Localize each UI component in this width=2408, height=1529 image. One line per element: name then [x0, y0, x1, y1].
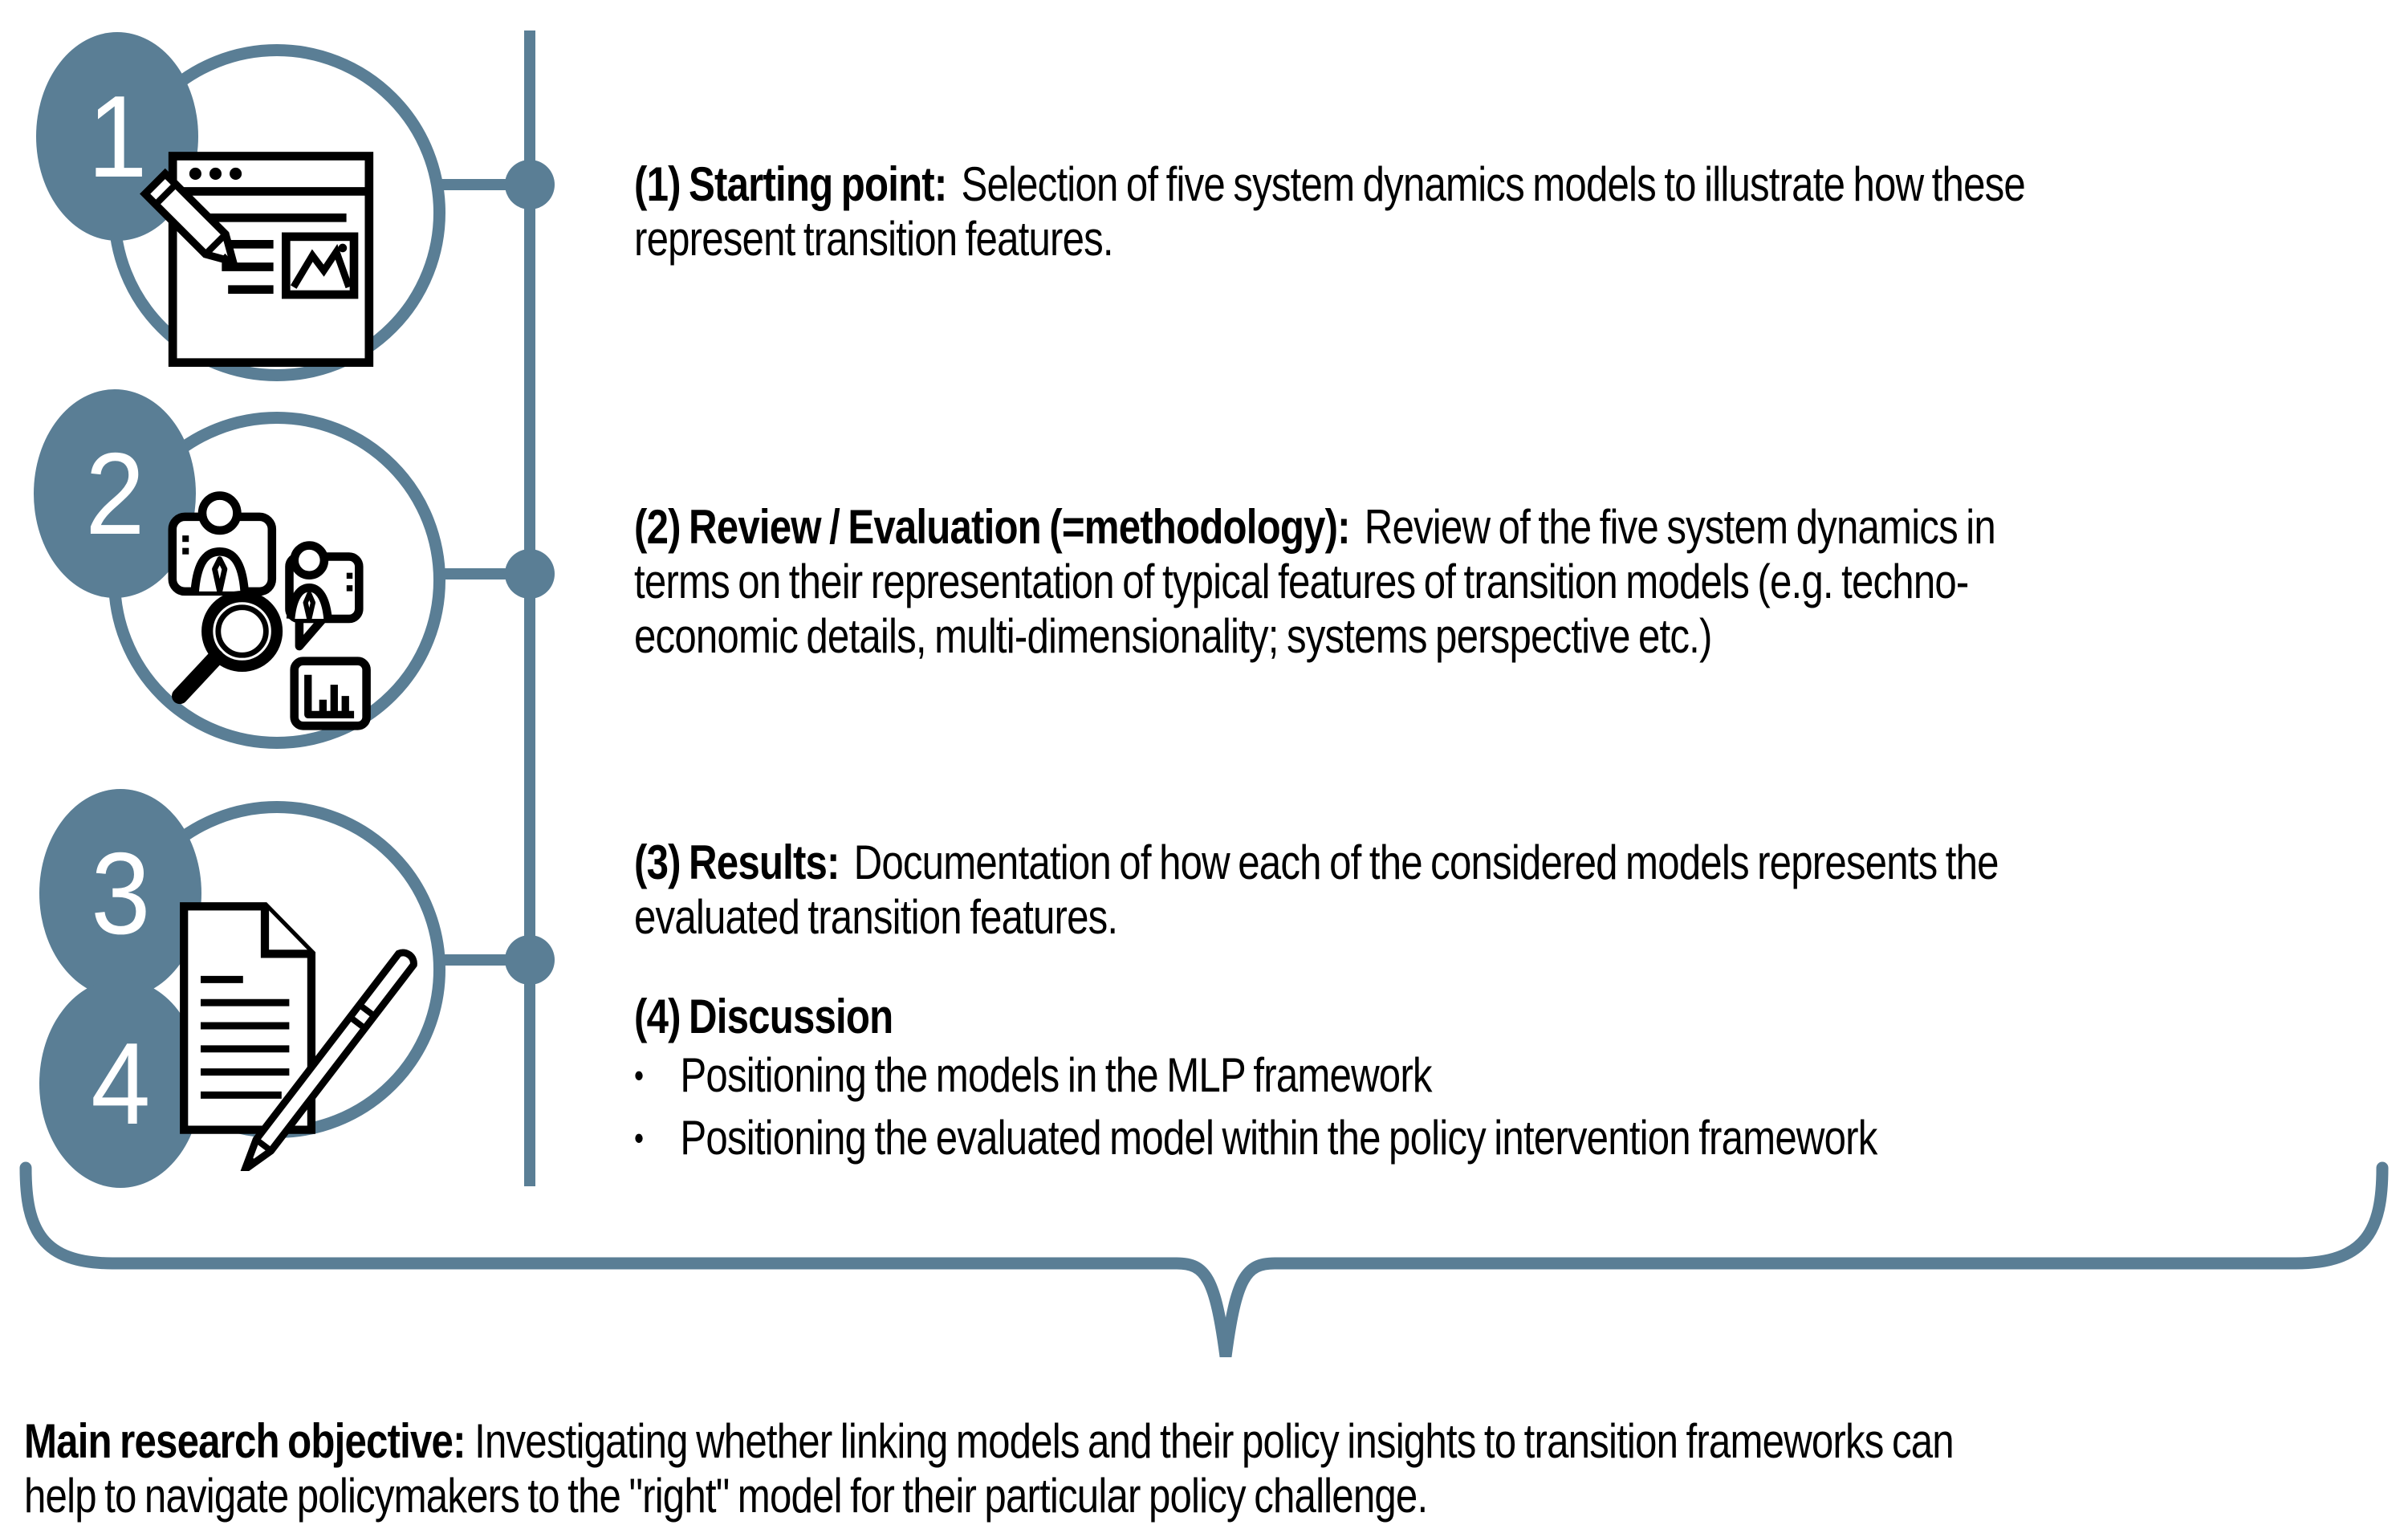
step-2-heading: (2) Review / Evaluation (=methodology):	[634, 500, 1351, 554]
step-2-number: 2	[84, 428, 145, 559]
step-3-heading: (3) Results:	[634, 836, 840, 889]
step-2-line-3: economic details, multi-dimensionality; …	[634, 609, 2089, 664]
step-2-description: (2) Review / Evaluation (=methodology):R…	[634, 500, 2408, 664]
step-3-line-1: (3) Results:Documentation of how each of…	[634, 836, 2089, 890]
step-2-line-2: terms on their representation of typical…	[634, 555, 2089, 609]
timeline-node-1	[505, 160, 555, 209]
step-3-body: evaluated transition features.	[634, 890, 1118, 944]
step-3-body: Documentation of how each of the conside…	[853, 836, 1999, 889]
step-1-body: represent transition features.	[634, 212, 1114, 266]
step-1-line-2: represent transition features.	[634, 212, 2089, 266]
step-1-body: Selection of five system dynamics models…	[961, 157, 2025, 211]
timeline-line	[524, 30, 535, 1186]
step-4-number: 4	[90, 1018, 151, 1149]
step-2-body: economic details, multi-dimensionality; …	[634, 609, 1712, 663]
step-1-number: 1	[87, 71, 148, 201]
step-4-badge: 4	[39, 979, 201, 1188]
discussion-bullet-2-text: Positioning the evaluated model within t…	[680, 1111, 1877, 1165]
people-review-magnifier-icon	[168, 491, 371, 730]
step-2-body: terms on their representation of typical…	[634, 555, 1969, 608]
timeline-node-3	[505, 935, 555, 985]
step-4-heading: (4) Discussion	[634, 990, 893, 1043]
objective-body: Investigating whether linking models and…	[474, 1414, 1954, 1468]
main-research-objective: Main research objective:Investigating wh…	[24, 1414, 2404, 1523]
objective-line-2: help to navigate policymakers to the "ri…	[24, 1469, 1975, 1523]
discussion-bullet-1-text: Positioning the models in the MLP framew…	[680, 1048, 1432, 1102]
step-3-description: (3) Results:Documentation of how each of…	[634, 836, 2408, 945]
step-3-number: 3	[90, 828, 151, 958]
step-1-badge: 1	[36, 32, 198, 241]
discussion-bullet-list: • Positioning the models in the MLP fram…	[634, 1044, 2408, 1169]
step-3-line-2: evaluated transition features.	[634, 890, 2089, 945]
step-3-badge: 3	[39, 789, 201, 998]
webpage-edit-icon	[140, 152, 374, 368]
step-4-heading-line: (4) Discussion	[634, 990, 2089, 1044]
timeline-node-2	[505, 549, 555, 599]
discussion-bullet-2: • Positioning the evaluated model within…	[634, 1107, 2089, 1169]
step-2-line-1: (2) Review / Evaluation (=methodology):R…	[634, 500, 2089, 555]
discussion-bullet-1: • Positioning the models in the MLP fram…	[634, 1044, 2089, 1107]
step-2-body: Review of the five system dynamics in	[1364, 500, 1996, 554]
document-pen-icon	[180, 902, 417, 1171]
objective-line-1: Main research objective:Investigating wh…	[24, 1414, 1975, 1469]
bullet-icon: •	[634, 1119, 644, 1157]
step-1-heading: (1) Starting point:	[634, 157, 947, 211]
objective-heading: Main research objective:	[24, 1414, 466, 1468]
step-1-description: (1) Starting point: Selection of five sys…	[634, 157, 2408, 266]
curly-brace	[19, 1161, 2389, 1357]
bullet-icon: •	[634, 1056, 644, 1094]
step-1-line-1: (1) Starting point: Selection of five sys…	[634, 157, 2089, 212]
step-4-discussion: (4) Discussion • Positioning the models …	[634, 990, 2408, 1169]
objective-body: help to navigate policymakers to the "ri…	[24, 1469, 1428, 1523]
